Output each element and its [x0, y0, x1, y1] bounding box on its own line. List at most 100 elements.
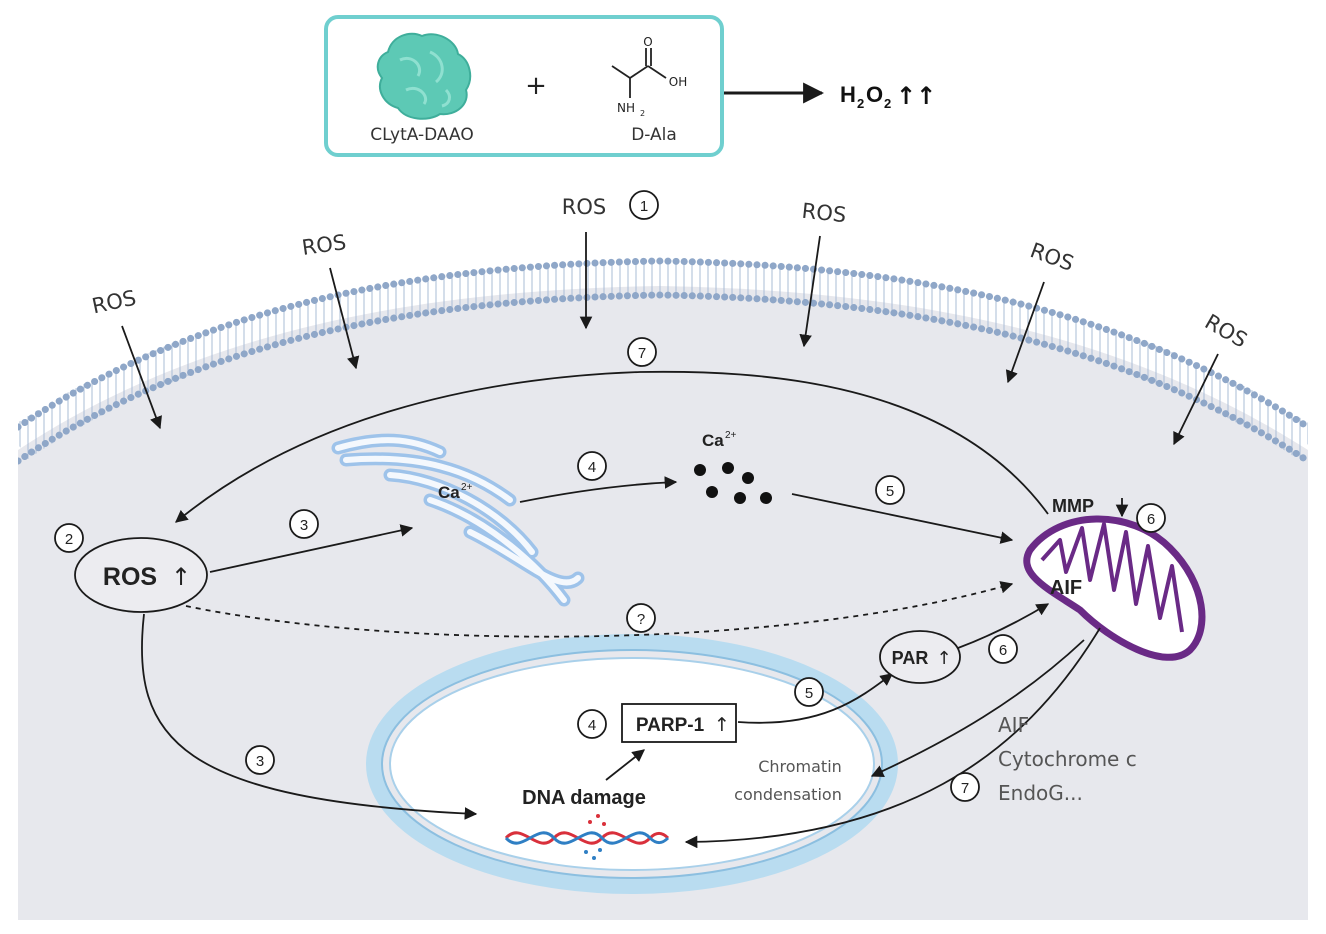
arrow-calcium-to-mito: [791, 493, 1014, 544]
step-circle: [245, 745, 275, 775]
step-circle-unknown: [626, 603, 656, 633]
product-increase-arrows: ↑↑: [896, 82, 936, 110]
arrow-par-to-mito: [957, 603, 1050, 649]
step-circle: [875, 475, 905, 505]
step-number: 3: [300, 517, 308, 534]
step-number: 2: [65, 531, 73, 548]
step-number: 6: [999, 642, 1007, 659]
molecule-nh-label: NH: [617, 101, 635, 115]
step-number: 4: [588, 717, 596, 734]
molecule-oxygen-label: O: [643, 35, 652, 49]
chromatin-label-line2: condensation: [734, 785, 842, 804]
product-o: O: [866, 82, 883, 107]
extracellular-ros: ROS ROS ROS ROS ROS ROS: [90, 195, 1251, 446]
molecule-nh-subscript: 2: [640, 109, 645, 118]
dna-helix-icon: [504, 814, 670, 860]
chromatin-label-line1: Chromatin: [758, 757, 842, 776]
nucleus-envelope: [366, 634, 898, 894]
ros-increase-node: [74, 537, 208, 613]
step-number: 7: [961, 780, 969, 797]
ros-influx-arrow: [121, 325, 162, 430]
step-number: 5: [805, 685, 813, 702]
step-circle: [54, 523, 84, 553]
plus-sign: +: [525, 71, 547, 101]
substrate-label: D-Ala: [631, 125, 677, 145]
mitochondrion-icon: [1023, 515, 1206, 661]
ros-outside-label: ROS: [801, 199, 848, 228]
mmp-label: MMP: [1052, 496, 1094, 516]
ros-outside-label: ROS: [1201, 309, 1251, 352]
step-circle: [988, 634, 1018, 664]
product-o-subscript: 2: [884, 96, 891, 111]
nucleus-interior: [389, 657, 875, 871]
ros-influx-arrow: [1173, 353, 1219, 446]
step-number-unknown: ?: [637, 611, 645, 628]
arrow-ros-to-dna: [141, 613, 478, 820]
product-h-subscript: 2: [857, 96, 864, 111]
arrow-mito-to-dna: [684, 627, 1101, 849]
free-calcium-label: Ca: [702, 431, 724, 450]
er-calcium-label: Ca: [438, 483, 460, 502]
ros-influx-arrow: [799, 235, 821, 348]
molecule-oh-label: OH: [669, 75, 687, 89]
released-factor-cytochrome-c: Cytochrome c: [998, 747, 1137, 771]
ros-increase-arrow-icon: ↑: [171, 563, 191, 591]
parp-label: PARP-1: [636, 715, 705, 736]
product-h2o2: H 2 O 2 ↑↑: [840, 82, 936, 111]
ros-outside-label: ROS: [562, 195, 606, 219]
step-circle: [794, 677, 824, 707]
step-circle: [629, 190, 659, 220]
step-markers: 1 7 2 3 4 5 6 ? 6 5 4 3 7: [54, 190, 1166, 802]
step-number: 6: [1147, 511, 1155, 528]
step-circle: [577, 709, 607, 739]
mito-aif-label: AIF: [1050, 577, 1082, 599]
ros-increase-label: ROS: [103, 563, 157, 591]
pathway-arrows: [141, 370, 1129, 849]
ros-outside-label: ROS: [300, 230, 347, 260]
membrane-tails: [18, 259, 1308, 460]
d-alanine-structure-icon: [611, 48, 667, 98]
arrow-dna-to-parp: [605, 749, 645, 781]
ros-outside-label: ROS: [1027, 238, 1077, 276]
arrow-ros-to-mito-unknown: [185, 581, 1014, 638]
reaction-box: CLytA-DAAO + O OH NH 2 D-Ala: [324, 15, 724, 157]
parp-box: [621, 703, 737, 743]
step-circle: [950, 772, 980, 802]
step-circle: [627, 337, 657, 367]
step-number: 4: [588, 459, 596, 476]
arrow-mito-to-chromatin: [870, 639, 1085, 777]
enzyme-icon: [376, 32, 472, 120]
ros-influx-arrow: [329, 267, 360, 370]
membrane-outer-heads: [18, 257, 1308, 431]
arrow-er-to-calcium: [519, 476, 678, 503]
step-circle: [1136, 503, 1166, 533]
ros-influx-arrow: [1005, 281, 1045, 384]
parp-increase-arrow-icon: ↑: [714, 714, 730, 736]
enzyme-label: CLytA-DAAO: [370, 125, 474, 145]
ros-outside-label: ROS: [90, 286, 138, 319]
par-node: [879, 630, 961, 684]
calcium-ions-icon: [694, 462, 772, 504]
membrane-inner-heads: [18, 291, 1308, 465]
par-increase-arrow-icon: ↑: [936, 648, 951, 669]
step-number: 3: [256, 753, 264, 770]
arrow-parp-to-par: [737, 673, 894, 724]
step-number: 1: [640, 198, 648, 215]
released-factor-aif: AIF: [998, 713, 1029, 737]
step-number: 7: [638, 345, 646, 362]
step-number: 5: [886, 483, 894, 500]
arrow-mmp-to-ros: [175, 370, 1049, 523]
free-calcium-charge: 2+: [725, 430, 737, 441]
par-label: PAR: [892, 648, 929, 668]
nucleus-envelope-outer-line: [381, 649, 883, 879]
endoplasmic-reticulum-lumen: [335, 437, 581, 603]
product-h: H: [840, 82, 856, 107]
step-circle: [577, 451, 607, 481]
arrow-ros-to-er: [209, 524, 414, 573]
er-calcium-charge: 2+: [461, 482, 473, 493]
step-circle: [289, 509, 319, 539]
released-factor-endog: EndoG...: [998, 781, 1083, 805]
dna-damage-label: DNA damage: [522, 787, 646, 809]
